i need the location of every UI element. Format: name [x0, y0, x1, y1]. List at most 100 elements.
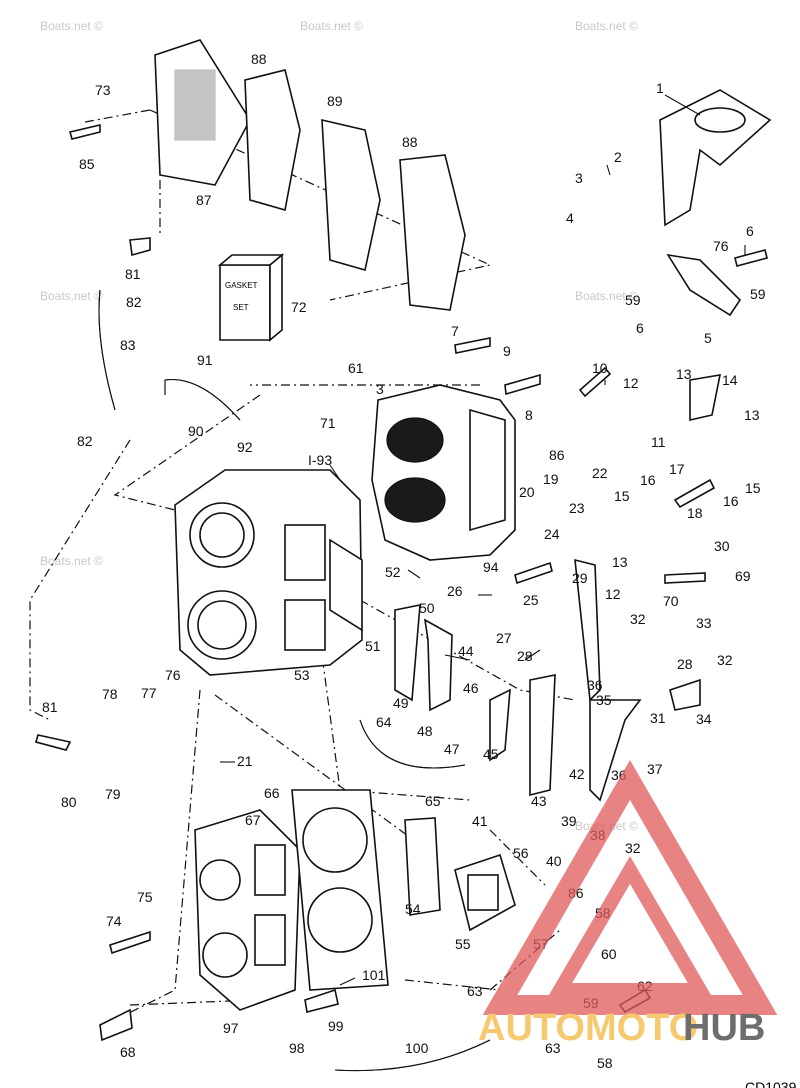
- callout-10: 10: [592, 360, 608, 376]
- callout-12: 12: [605, 586, 621, 602]
- footer-code: CD1039: [745, 1079, 797, 1088]
- callout-15: 15: [614, 488, 630, 504]
- callout-23: 23: [569, 500, 585, 516]
- callout-56: 56: [513, 845, 529, 861]
- callout-94: 94: [483, 559, 499, 575]
- callout-45: 45: [483, 746, 499, 762]
- callout-86: 86: [549, 447, 565, 463]
- callout-I-93: I-93: [308, 452, 332, 468]
- callout-29: 29: [572, 570, 588, 586]
- callout-11: 11: [651, 434, 666, 450]
- callout-80: 80: [61, 794, 77, 810]
- callout-72: 72: [291, 299, 307, 315]
- exhaust-cover-assembly: [154, 39, 466, 311]
- callout-17: 17: [669, 461, 685, 477]
- callout-47: 47: [444, 741, 460, 757]
- callout-3: 3: [575, 170, 583, 186]
- callout-8: 8: [525, 407, 533, 423]
- callout-7: 7: [451, 323, 459, 339]
- callout-61: 61: [348, 360, 364, 376]
- callout-1: 1: [656, 80, 664, 96]
- callout-39: 39: [561, 813, 577, 829]
- head-gasket: [291, 789, 389, 991]
- callout-6: 6: [636, 320, 644, 336]
- callout-14: 14: [722, 372, 738, 388]
- callout-31: 31: [650, 710, 666, 726]
- callout-76: 76: [713, 238, 729, 254]
- callout-41: 41: [472, 813, 488, 829]
- callout-69: 69: [735, 568, 751, 584]
- callout-42: 42: [569, 766, 585, 782]
- callout-82: 82: [77, 433, 93, 449]
- callout-81: 81: [125, 266, 141, 282]
- gasket-set-label-2: SET: [233, 303, 249, 312]
- callout-32: 32: [630, 611, 646, 627]
- callout-81: 81: [42, 699, 58, 715]
- leader-lines: [220, 94, 746, 986]
- callout-75: 75: [137, 889, 153, 905]
- callout-6: 6: [746, 223, 754, 239]
- callout-63: 63: [545, 1040, 561, 1056]
- callout-40: 40: [546, 853, 562, 869]
- callout-66: 66: [264, 785, 280, 801]
- callout-33: 33: [696, 615, 712, 631]
- callout-99: 99: [328, 1018, 344, 1034]
- callout-58: 58: [597, 1055, 613, 1071]
- callout-16: 16: [723, 493, 739, 509]
- callout-3: 3: [376, 381, 384, 397]
- callout-98: 98: [289, 1040, 305, 1056]
- crankcase: [371, 384, 516, 561]
- callout-79: 79: [105, 786, 121, 802]
- callout-35: 35: [596, 692, 612, 708]
- callout-83: 83: [120, 337, 136, 353]
- callout-34: 34: [696, 711, 712, 727]
- callout-24: 24: [544, 526, 560, 542]
- watermark: Boats.net ©: [575, 289, 638, 303]
- callout-5: 5: [704, 330, 712, 346]
- watermark: Boats.net ©: [40, 289, 103, 303]
- callout-89: 89: [327, 93, 343, 109]
- callout-44: 44: [458, 643, 474, 659]
- linkage-parts: [394, 374, 722, 802]
- callout-21: 21: [237, 753, 253, 769]
- callout-26: 26: [447, 583, 463, 599]
- logo-text-hub: HUB: [683, 1007, 765, 1049]
- callout-27: 27: [496, 630, 512, 646]
- callout-74: 74: [106, 913, 122, 929]
- callout-9: 9: [503, 343, 511, 359]
- watermark: Boats.net ©: [40, 554, 103, 568]
- callout-78: 78: [102, 686, 118, 702]
- callout-59: 59: [750, 286, 766, 302]
- callout-87: 87: [196, 192, 212, 208]
- callout-18: 18: [687, 505, 703, 521]
- callout-28: 28: [677, 656, 693, 672]
- callout-65: 65: [425, 793, 441, 809]
- callout-46: 46: [463, 680, 479, 696]
- callout-55: 55: [455, 936, 471, 952]
- callout-52: 52: [385, 564, 401, 580]
- callout-88: 88: [402, 134, 418, 150]
- gasket-set-label-1: GASKET: [225, 281, 258, 290]
- callout-60: 60: [601, 946, 617, 962]
- callout-32: 32: [625, 840, 641, 856]
- callout-97: 97: [223, 1020, 239, 1036]
- callout-13: 13: [676, 366, 692, 382]
- callout-63: 63: [467, 983, 483, 999]
- callout-19: 19: [543, 471, 559, 487]
- callout-labels: 1 2 3 4 5 6 76 59 59 6 7 9 61 3 8 10 12 …: [42, 51, 766, 1071]
- callout-90: 90: [188, 423, 204, 439]
- callout-4: 4: [566, 210, 574, 226]
- gasket-set-box: GASKET SET: [217, 253, 285, 342]
- hoses: [98, 289, 491, 1072]
- callout-91: 91: [197, 352, 213, 368]
- callout-32: 32: [717, 652, 733, 668]
- callout-100: 100: [405, 1040, 429, 1056]
- callout-101: 101: [362, 967, 386, 983]
- callout-43: 43: [531, 793, 547, 809]
- cylinder-head: [194, 809, 301, 1011]
- watermark: Boats.net ©: [40, 19, 103, 33]
- callout-25: 25: [523, 592, 539, 608]
- mounting-bracket: [659, 89, 772, 317]
- callout-77: 77: [141, 685, 157, 701]
- callout-68: 68: [120, 1044, 136, 1060]
